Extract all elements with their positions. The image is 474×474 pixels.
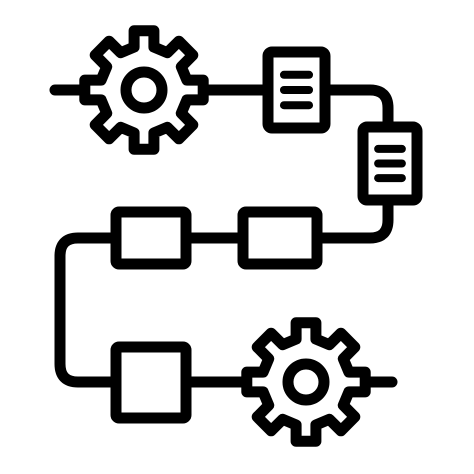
square-box-icon bbox=[110, 206, 192, 270]
connector-line bbox=[49, 84, 398, 388]
square-box-icon bbox=[110, 341, 192, 424]
square-box-icon bbox=[237, 206, 323, 270]
gear-hub-icon bbox=[282, 358, 330, 406]
gear-hub-icon bbox=[120, 66, 168, 114]
